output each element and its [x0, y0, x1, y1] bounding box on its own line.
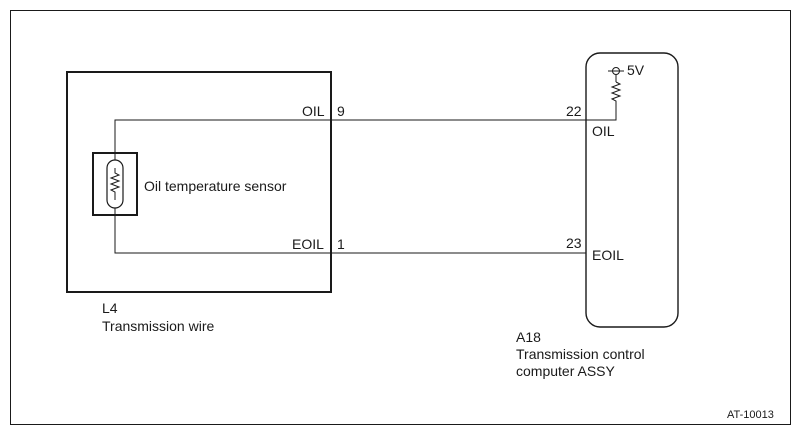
right-component-code: A18: [516, 329, 541, 345]
resistor-icon: [586, 81, 622, 121]
left-component-code: L4: [102, 300, 118, 316]
sensor-outer-box: [92, 152, 138, 216]
wire-eoil: [114, 208, 586, 254]
pin-number-1: 1: [337, 236, 345, 252]
pin-label-oil-right: OIL: [592, 123, 615, 139]
pullup-resistor: [586, 67, 624, 121]
pin-label-eoil-right: EOIL: [592, 247, 624, 263]
pin-number-22: 22: [566, 103, 582, 119]
pin-number-9: 9: [337, 103, 345, 119]
pin-label-eoil-left: EOIL: [292, 236, 324, 252]
supply-label: 5V: [627, 62, 645, 78]
sensor-label: Oil temperature sensor: [144, 178, 287, 194]
thermistor-icon: [109, 168, 121, 200]
right-component-name-line2: computer ASSY: [516, 363, 615, 379]
transmission-wire-box: [66, 71, 332, 293]
left-component-name: Transmission wire: [102, 318, 214, 334]
figure-id: AT-10013: [727, 409, 774, 421]
oil-temperature-sensor: [92, 152, 138, 216]
sensor-capsule: [106, 159, 124, 209]
right-component-name-line1: Transmission control: [516, 346, 645, 362]
pin-number-23: 23: [566, 235, 582, 251]
diagram-frame: [10, 10, 791, 425]
transmission-computer-box: [585, 52, 679, 328]
wire-oil: [114, 119, 586, 160]
pin-label-oil-left: OIL: [302, 103, 325, 119]
